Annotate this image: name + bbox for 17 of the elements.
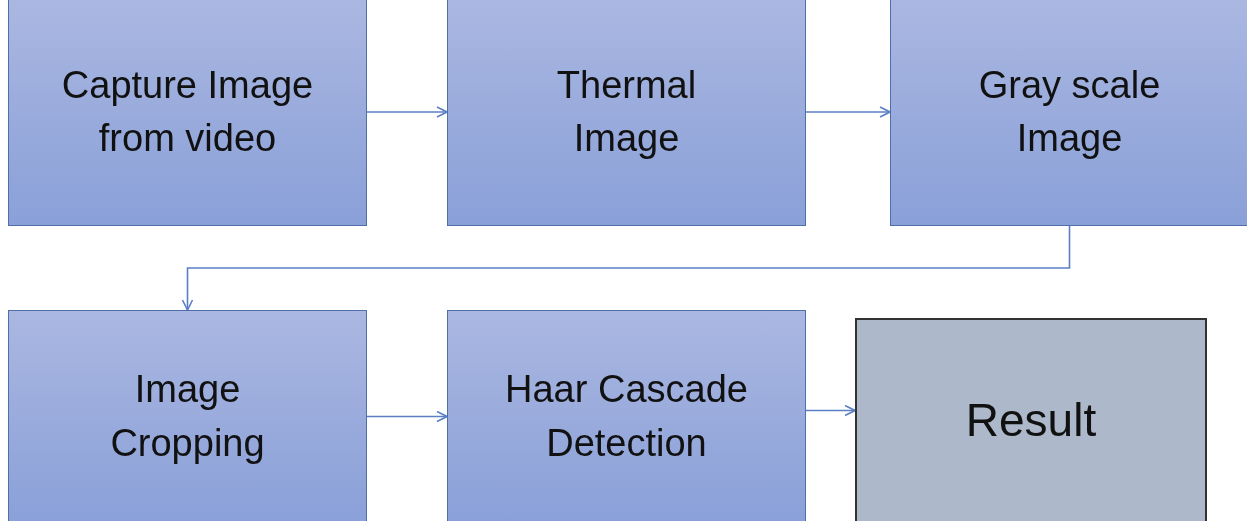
process-box: [890, 0, 1247, 226]
box-label: Capture Image from video: [60, 62, 315, 161]
process-box: [8, 310, 367, 521]
arrow: [366, 106, 448, 118]
process-box: [447, 310, 806, 521]
box-label: Gray scale Image: [977, 62, 1162, 161]
result-box: [855, 318, 1207, 521]
arrow: [805, 404, 856, 417]
arrow: [805, 106, 891, 118]
arrow: [366, 410, 448, 423]
process-box: [8, 0, 367, 226]
box-label: Result: [965, 393, 1097, 449]
box-label: Image Cropping: [109, 367, 266, 466]
process-box: [447, 0, 806, 226]
box-label: Thermal Image: [555, 62, 698, 161]
arrow: [181, 225, 1071, 311]
box-label: Haar Cascade Detection: [504, 367, 749, 466]
